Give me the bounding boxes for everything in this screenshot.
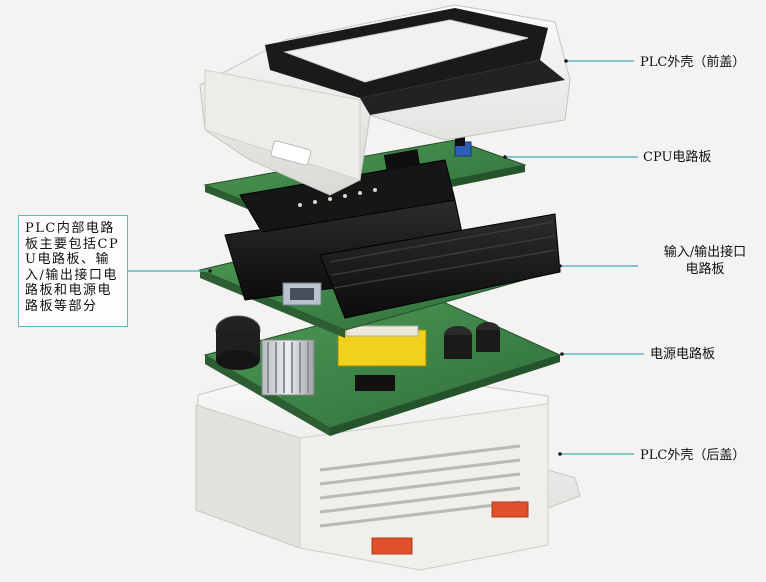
callout-box: PLC内部电路板主要包括CPU电路板、输入/输出接口电路板和电源电路板等部分 bbox=[18, 215, 128, 327]
heatsink bbox=[261, 339, 315, 396]
label-power-board: 电源电路板 bbox=[650, 347, 716, 362]
label-cpu-board: CPU电路板 bbox=[643, 150, 712, 165]
leader-lines bbox=[128, 60, 644, 455]
label-io-board-line2: 电路板 bbox=[685, 262, 725, 277]
label-front-cover: PLC外壳（前盖） bbox=[640, 55, 746, 70]
cpu-board bbox=[203, 128, 527, 233]
io-interface-board bbox=[198, 199, 562, 338]
label-back-cover: PLC外壳（后盖） bbox=[640, 448, 746, 463]
front-cover-port bbox=[270, 140, 312, 166]
terminal-block-front bbox=[319, 213, 561, 319]
din-clip-right bbox=[491, 501, 529, 518]
din-clip-left bbox=[371, 537, 413, 555]
cpu-chip bbox=[383, 149, 421, 171]
label-io-board-line1: 输入/输出接口 bbox=[663, 245, 747, 260]
plc-front-cover bbox=[199, 4, 571, 196]
label-io-board: 输入/输出接口 电路板 bbox=[645, 244, 765, 278]
power-supply-board bbox=[203, 295, 562, 436]
ventilation-slots bbox=[319, 444, 521, 528]
